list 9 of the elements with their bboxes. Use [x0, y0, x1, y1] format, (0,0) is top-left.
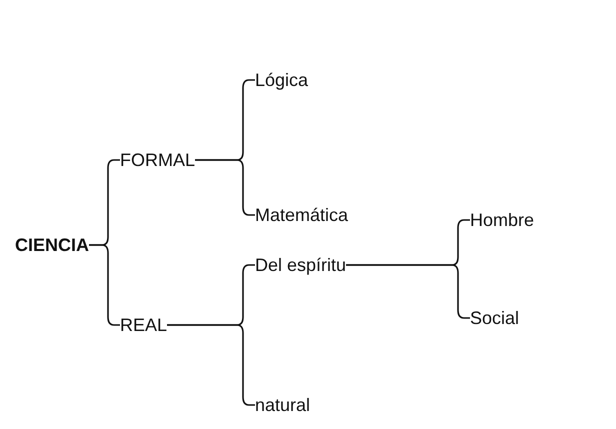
branch-label: Lógica	[255, 68, 308, 92]
branch-label: Del espíritu	[255, 253, 346, 277]
branch-label: natural	[255, 393, 310, 417]
branch-label: Matemática	[255, 203, 348, 227]
branch-label: FORMAL	[120, 148, 196, 172]
branch-label: Hombre	[470, 208, 534, 232]
branch-label: Social	[470, 306, 520, 330]
root-label: CIENCIA	[15, 233, 90, 257]
branch-label: REAL	[120, 313, 168, 337]
